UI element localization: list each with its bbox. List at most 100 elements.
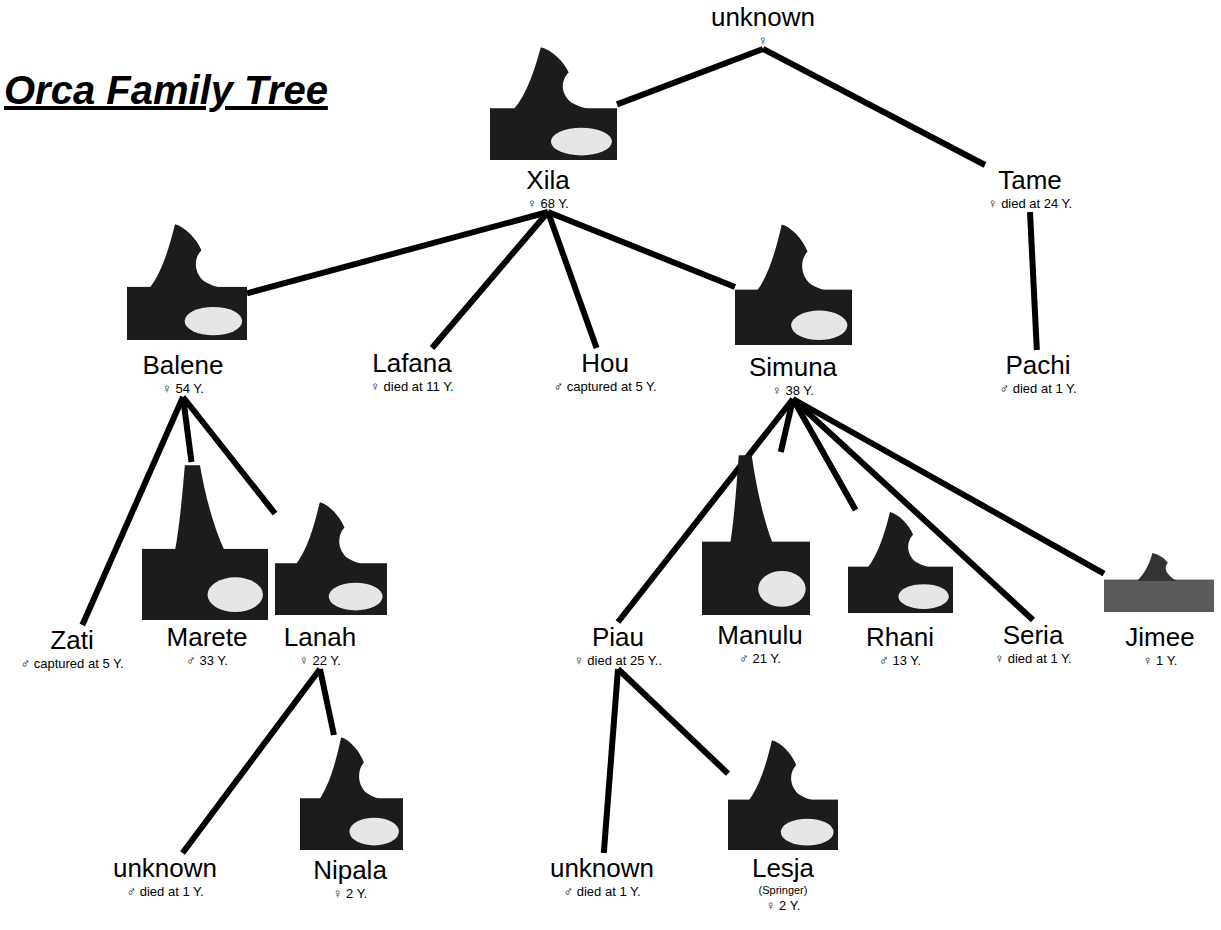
family-member: Nipala♀ 2 Y. [300, 735, 403, 902]
life-note: ♀ [711, 32, 815, 49]
life-note: ♀ died at 11 Y. [370, 378, 453, 395]
dorsal-fin-photo [1104, 540, 1214, 612]
family-member: Tame♀ died at 24 Y. [984, 165, 1076, 212]
label-stack: unknown♀ [707, 2, 819, 49]
label-stack: Rhani♂ 13 Y. [862, 622, 938, 669]
life-note: ♂ died at 1 Y. [113, 883, 217, 900]
label-stack: Lanah♀ 22 Y. [280, 622, 360, 669]
label-stack: Balene♀ 54 Y. [139, 350, 228, 397]
lineage-line [247, 212, 548, 293]
dorsal-fin-photo [702, 452, 810, 615]
orca-name: Jimee [1125, 622, 1194, 652]
label-stack: Jimee♀ 1 Y. [1121, 622, 1198, 669]
label-stack: Piau♀ died at 25 Y.. [570, 622, 666, 669]
lineage-line [548, 212, 597, 348]
family-member: Marete♂ 33 Y. [142, 462, 268, 669]
label-stack: Lafana♀ died at 11 Y. [366, 348, 457, 395]
label-stack: Zati♂ captured at 5 Y. [16, 625, 127, 672]
lineage-line [432, 212, 548, 348]
life-note: ♀ 68 Y. [526, 195, 569, 212]
orca-name: Simuna [749, 352, 837, 382]
family-member: Simuna♀ 38 Y. [735, 222, 852, 399]
diagram-title: Orca Family Tree [4, 66, 328, 114]
label-stack: Tame♀ died at 24 Y. [984, 165, 1076, 212]
orca-name: Hou [553, 348, 656, 378]
dorsal-fin-photo [300, 735, 403, 850]
lineage-line [763, 49, 985, 165]
alias-note: (Springer) [752, 883, 814, 897]
family-member: Rhani♂ 13 Y. [848, 510, 953, 669]
label-stack: Lesja(Springer)♀ 2 Y. [748, 853, 818, 914]
life-note: ♀ 2 Y. [752, 897, 814, 914]
label-stack: Marete♂ 33 Y. [163, 622, 252, 669]
lineage-line [793, 399, 1104, 574]
dorsal-fin-photo [728, 738, 838, 850]
life-note: ♂ 33 Y. [167, 652, 248, 669]
family-member: Jimee♀ 1 Y. [1104, 540, 1214, 669]
family-member: unknown♀ [707, 2, 819, 49]
orca-name: Lesja [752, 853, 814, 883]
life-note: ♀ 54 Y. [143, 380, 224, 397]
orca-name: unknown [550, 853, 654, 883]
life-note: ♂ 21 Y. [717, 650, 802, 667]
life-note: ♀ died at 24 Y. [988, 195, 1072, 212]
life-note: ♀ 22 Y. [284, 652, 356, 669]
dorsal-fin-photo [848, 510, 953, 613]
orca-name: Nipala [313, 855, 387, 885]
lineage-line [320, 669, 334, 735]
orca-name: Rhani [866, 622, 934, 652]
dorsal-fin-photo [735, 222, 852, 345]
label-stack: Pachi♂ died at 1 Y. [995, 350, 1080, 397]
life-note: ♂ captured at 5 Y. [20, 655, 123, 672]
family-member: Xila♀ 68 Y. [490, 45, 617, 212]
dorsal-fin-photo [127, 222, 247, 340]
label-stack: Hou♂ captured at 5 Y. [549, 348, 660, 395]
family-member: Piau♀ died at 25 Y.. [570, 622, 666, 669]
life-note: ♀ died at 25 Y.. [574, 652, 662, 669]
label-stack: Nipala♀ 2 Y. [309, 855, 391, 902]
life-note: ♀ 38 Y. [749, 382, 837, 399]
orca-name: Marete [167, 622, 248, 652]
orca-name: Pachi [999, 350, 1076, 380]
family-member: Lanah♀ 22 Y. [275, 500, 387, 669]
orca-name: Piau [574, 622, 662, 652]
label-stack: unknown♂ died at 1 Y. [109, 853, 221, 900]
family-member: unknown♂ died at 1 Y. [546, 853, 658, 900]
family-member: unknown♂ died at 1 Y. [109, 853, 221, 900]
dorsal-fin-photo [275, 500, 387, 615]
life-note: ♀ 1 Y. [1125, 652, 1194, 669]
orca-name: Lafana [370, 348, 453, 378]
label-stack: Seria♀ died at 1 Y. [990, 620, 1075, 667]
family-member: Pachi♂ died at 1 Y. [995, 350, 1080, 397]
orca-name: Xila [526, 165, 569, 195]
orca-name: Manulu [717, 620, 802, 650]
family-member: Zati♂ captured at 5 Y. [16, 625, 127, 672]
dorsal-fin-photo [142, 462, 268, 620]
lineage-line [618, 669, 728, 774]
lineage-line [1030, 212, 1037, 350]
orca-name: Tame [988, 165, 1072, 195]
lineage-line [604, 669, 618, 853]
family-member: Manulu♂ 21 Y. [702, 452, 810, 667]
label-stack: unknown♂ died at 1 Y. [546, 853, 658, 900]
lineage-line [183, 669, 320, 853]
orca-name: Zati [20, 625, 123, 655]
orca-name: Balene [143, 350, 224, 380]
life-note: ♂ died at 1 Y. [550, 883, 654, 900]
orca-name: Seria [994, 620, 1071, 650]
family-member: Balene♀ 54 Y. [127, 222, 247, 397]
orca-name: Lanah [284, 622, 356, 652]
orca-name: unknown [711, 2, 815, 32]
family-member: Lafana♀ died at 11 Y. [366, 348, 457, 395]
lineage-line [781, 399, 793, 452]
family-member: Seria♀ died at 1 Y. [990, 620, 1075, 667]
label-stack: Xila♀ 68 Y. [522, 165, 573, 212]
label-stack: Manulu♂ 21 Y. [713, 620, 806, 667]
lineage-line [617, 49, 763, 104]
orca-name: unknown [113, 853, 217, 883]
family-member: Lesja(Springer)♀ 2 Y. [728, 738, 838, 914]
life-note: ♀ 2 Y. [313, 885, 387, 902]
lineage-line [793, 399, 1033, 620]
life-note: ♂ died at 1 Y. [999, 380, 1076, 397]
